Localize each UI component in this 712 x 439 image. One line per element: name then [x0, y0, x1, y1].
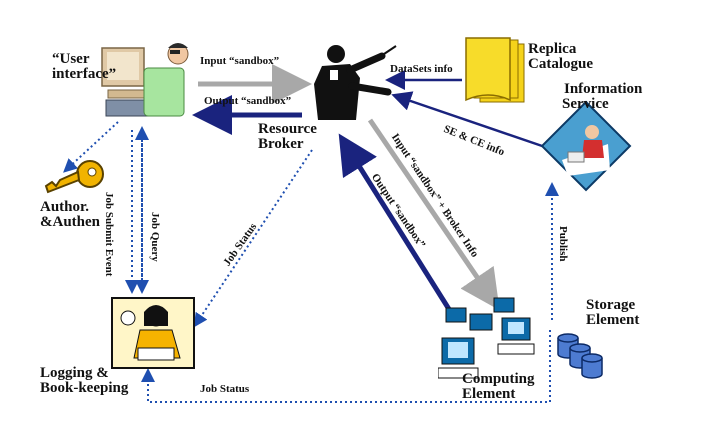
label-line: Catalogue [528, 56, 593, 72]
label-line: Replica [528, 41, 577, 57]
label-resource-broker: Resource Broker [258, 122, 317, 152]
label-logging: Logging & Book-keeping [40, 366, 128, 396]
label-author-authen: Author. &Authen [40, 200, 100, 230]
label-line: Element [462, 386, 516, 402]
label-line: interface” [52, 66, 117, 82]
storage-cylinders-icon [557, 333, 603, 379]
label-datasets-info: DataSets info [390, 63, 453, 75]
label-line: “User [52, 51, 90, 67]
label-line: Book-keeping [40, 380, 129, 396]
arrow-output-sandbox-ce [338, 133, 455, 316]
label-computing-element: Computing Element [462, 372, 535, 402]
conductor-icon [314, 45, 397, 120]
label-output-sandbox: Output “sandbox” [204, 95, 292, 107]
label-line: Resource [258, 121, 317, 137]
computers-icon [438, 297, 535, 379]
label-job-query: Job Query [149, 212, 161, 262]
label-storage-element: Storage Element [586, 298, 639, 328]
label-job-status-ce: Job Status [200, 383, 250, 395]
label-line: Broker [258, 136, 304, 152]
label-publish: Publish [557, 226, 569, 262]
label-input-sandbox: Input “sandbox” [200, 55, 280, 67]
label-information-service: Information Service [562, 81, 643, 112]
label-line: Computing [462, 371, 535, 387]
label-line: Service [562, 96, 609, 112]
arrow-job-status-ce [141, 330, 551, 403]
label-line: &Authen [40, 214, 101, 230]
label-user-interface: “User interface” [52, 52, 116, 82]
documents-icon [465, 37, 525, 103]
label-job-submit-event: Job Submit Event [103, 192, 115, 277]
label-line: Logging & [40, 365, 109, 381]
user-computer-icon [101, 43, 189, 117]
label-line: Storage [586, 297, 636, 313]
logging-person-icon [111, 297, 195, 369]
label-line: Information [564, 81, 643, 97]
arrow-input-sandbox-broker [367, 118, 500, 311]
arrow-job-status-rb [193, 149, 313, 328]
label-line: Author. [40, 199, 90, 215]
arrow-se-ce-info [391, 91, 549, 150]
key-icon [44, 160, 104, 194]
information-service-icon [540, 100, 632, 192]
label-replica-catalogue: Replica Catalogue [528, 42, 593, 72]
arrow-ui-author [63, 121, 119, 173]
label-line: Element [586, 312, 640, 328]
